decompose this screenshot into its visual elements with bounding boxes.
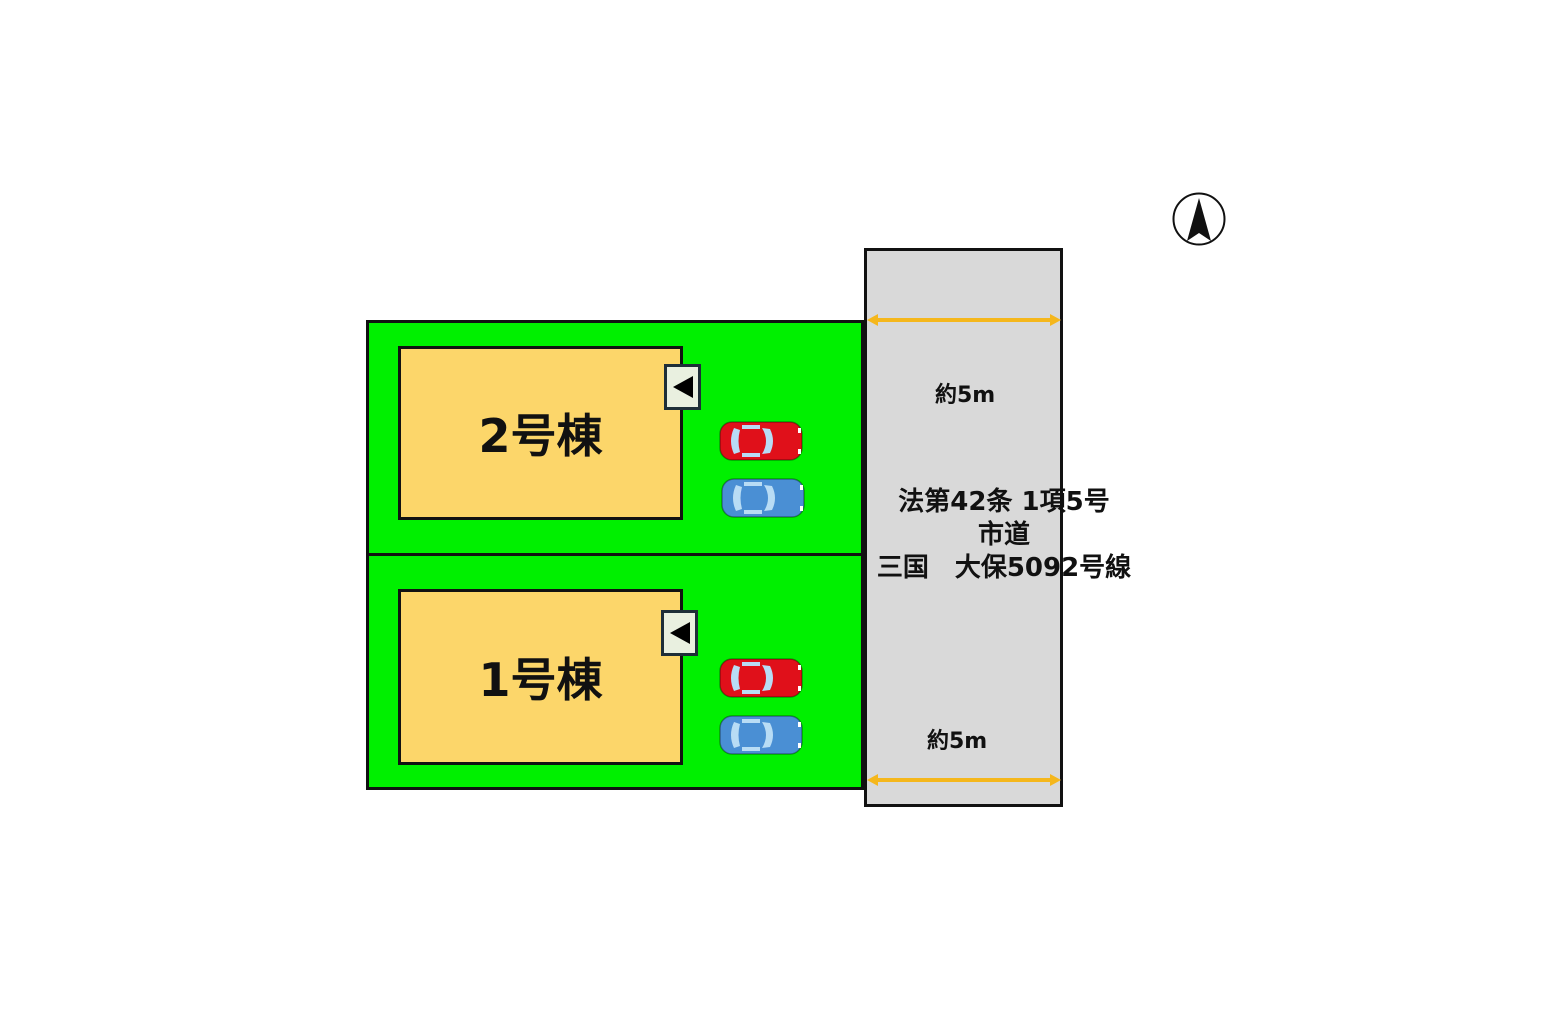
lot-divider bbox=[366, 553, 864, 556]
road-width-arrows bbox=[867, 314, 1061, 786]
blue-car-icon bbox=[720, 477, 806, 523]
road-name: 三国 大保5092号線 bbox=[876, 553, 1132, 583]
north-compass-icon bbox=[1172, 192, 1226, 246]
road-classification: 法第42条 1項5号 bbox=[898, 487, 1110, 517]
entrance-marker-1 bbox=[661, 610, 698, 656]
building-1: 1号棟 bbox=[398, 589, 683, 765]
entrance-marker-2 bbox=[664, 364, 701, 410]
triangle-left-icon bbox=[669, 622, 690, 644]
red-car-icon bbox=[718, 657, 804, 703]
road-info: 法第42条 1項5号 市道 三国 大保5092号線 bbox=[866, 486, 1142, 585]
building-1-label: 1号棟 bbox=[478, 653, 603, 707]
building-2: 2号棟 bbox=[398, 346, 683, 520]
triangle-left-icon bbox=[672, 376, 693, 398]
arrow-top bbox=[867, 314, 1061, 326]
road bbox=[864, 248, 1063, 807]
arrow-bottom bbox=[867, 774, 1061, 786]
road-width-top: 約5m bbox=[935, 383, 996, 408]
building-2-label: 2号棟 bbox=[478, 409, 603, 463]
road-type: 市道 bbox=[977, 520, 1030, 550]
road-width-bottom: 約5m bbox=[927, 729, 988, 754]
blue-car-icon bbox=[718, 714, 804, 760]
red-car-icon bbox=[718, 420, 804, 466]
